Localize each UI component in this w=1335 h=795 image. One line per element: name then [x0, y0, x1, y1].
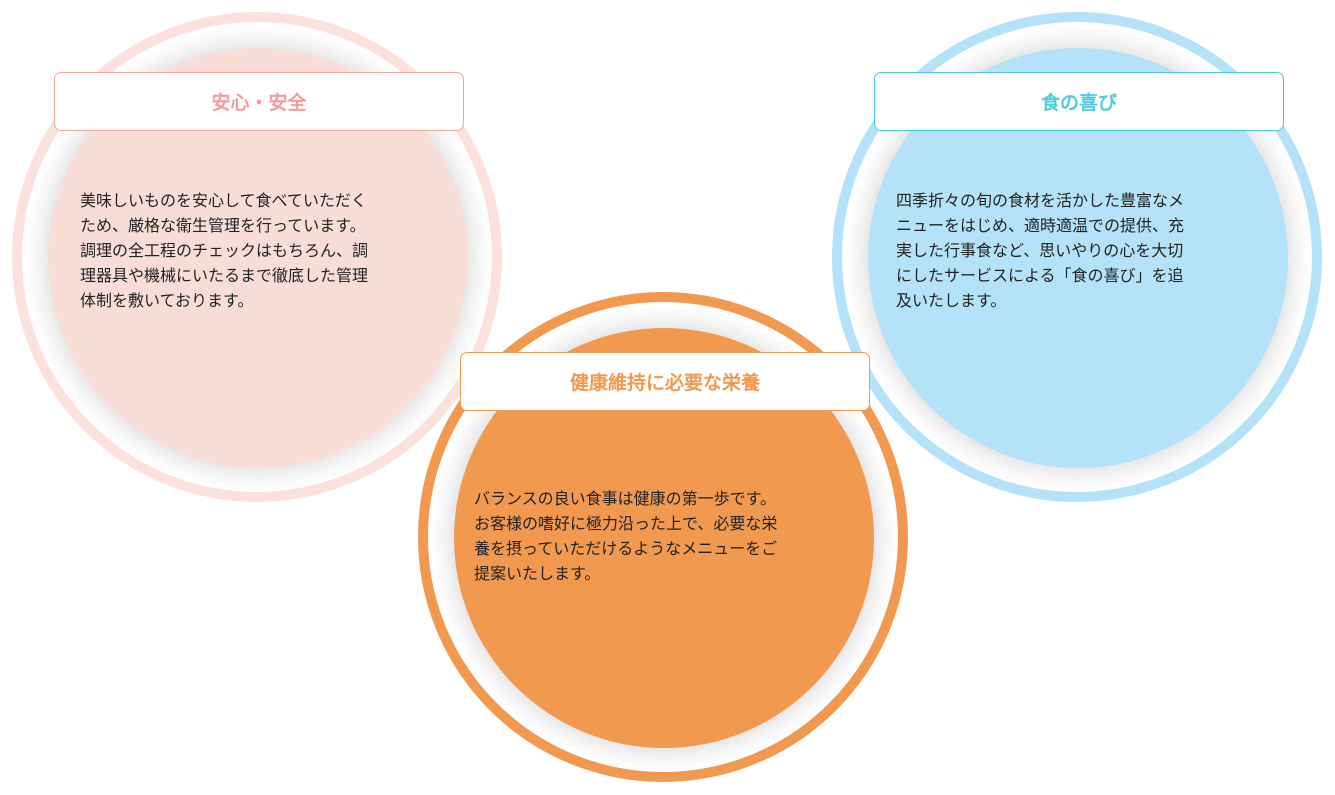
card-description: バランスの良い食事は健康の第一歩です。 お客様の嗜好に極力沿った上で、必要な栄 …	[474, 486, 777, 586]
card-title: 食の喜び	[874, 72, 1284, 131]
card-nutrition: 健康維持に必要な栄養 バランスの良い食事は健康の第一歩です。 お客様の嗜好に極力…	[418, 292, 908, 782]
text-line: お客様の嗜好に極力沿った上で、必要な栄	[474, 514, 778, 533]
card-description: 四季折々の旬の食材を活かした豊富なメ ニューをはじめ、適時適温での提供、充 実し…	[896, 188, 1184, 313]
text-line: にしたサービスによる「食の喜び」を追	[896, 266, 1184, 285]
card-description: 美味しいものを安心して食べていただく ため、厳格な衛生管理を行っています。 調理…	[80, 188, 368, 313]
text-line: 調理の全工程のチェックはもちろん、調	[80, 241, 369, 260]
text-line: 体制を敷いております。	[80, 291, 254, 310]
text-line: 及いたします。	[896, 291, 1007, 310]
text-line: 養を摂っていただけるようなメニューをご	[474, 539, 778, 558]
card-joy-of-food: 食の喜び 四季折々の旬の食材を活かした豊富なメ ニューをはじめ、適時適温での提供…	[832, 12, 1322, 502]
text-line: 四季折々の旬の食材を活かした豊富なメ	[896, 191, 1185, 210]
text-line: 美味しいものを安心して食べていただく	[80, 191, 367, 210]
text-line: バランスの良い食事は健康の第一歩です。	[474, 489, 777, 508]
card-title: 安心・安全	[54, 72, 464, 131]
text-line: ニューをはじめ、適時適温での提供、充	[896, 216, 1185, 235]
card-safety: 安心・安全 美味しいものを安心して食べていただく ため、厳格な衛生管理を行ってい…	[12, 12, 502, 502]
card-title: 健康維持に必要な栄養	[460, 352, 870, 411]
text-line: 提案いたします。	[474, 564, 601, 583]
text-line: ため、厳格な衛生管理を行っています。	[80, 216, 366, 235]
text-line: 理器具や機械にいたるまで徹底した管理	[80, 266, 369, 285]
text-line: 実した行事食など、思いやりの心を大切	[896, 241, 1184, 260]
